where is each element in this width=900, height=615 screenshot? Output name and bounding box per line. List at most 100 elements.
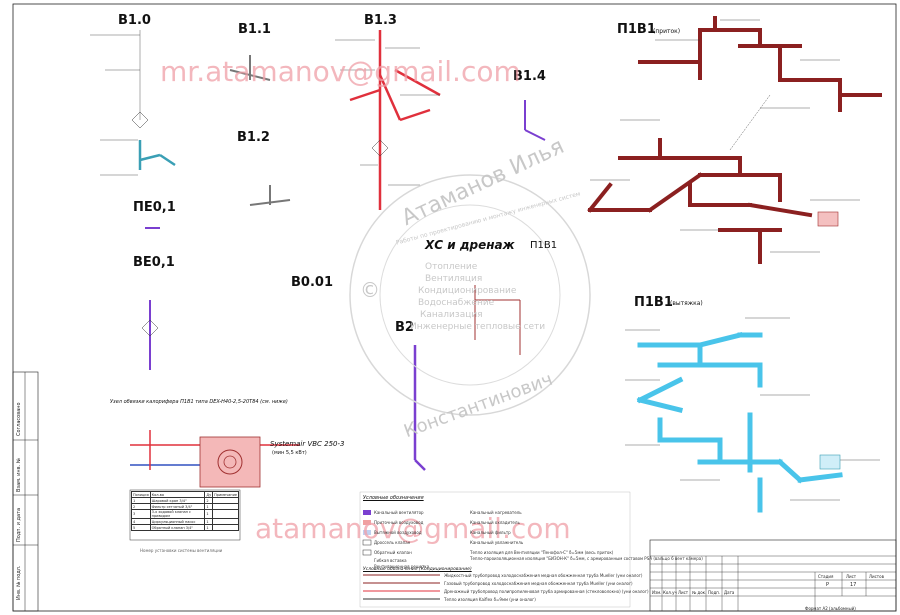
legend-item: Канальный охладитель <box>470 520 520 525</box>
table-cell: 1 <box>204 524 214 531</box>
stamp-item-3: Водоснабжение <box>418 298 495 308</box>
tb-sheets-hdr: Листов <box>869 574 884 579</box>
unit-bottom-note: Номер установки системы вентиляции <box>140 548 223 553</box>
legend-item: Канальный увлажнитель <box>470 540 524 545</box>
unit-title: Узел обвязки калорифера П1В1 типа DEX-H4… <box>110 399 288 405</box>
legend-item: Вентиляционная решетка <box>374 564 430 569</box>
watermark-email-top: mr.atamanov@gmail.com <box>160 55 521 88</box>
supply-unit-box <box>817 211 839 227</box>
sheet-frame <box>12 3 897 612</box>
system-label-v12: В1.2 <box>237 130 270 145</box>
legend-item: Приточный воздуховод <box>374 520 424 525</box>
title-block <box>649 539 897 612</box>
exhaust-unit-box <box>819 454 841 470</box>
v11-network <box>229 55 271 81</box>
legend-item: Гибкая вставка <box>374 558 407 563</box>
unit-table-frame <box>129 489 241 541</box>
system-note-exhaust: (вытяжка) <box>670 300 703 307</box>
system-label-ve01: ВЕ0,1 <box>133 255 175 270</box>
tb-col-list: Лист <box>678 590 689 595</box>
tb-col-sign: Подп. <box>708 590 721 595</box>
tb-col-kol: Кол.уч <box>663 590 677 595</box>
xs-drain-network <box>474 285 521 355</box>
stamp-item-2: Кондиционирование <box>418 286 517 296</box>
v12-network <box>249 185 291 206</box>
table-cell <box>212 509 239 519</box>
unit-system-sub: (мин 5,5 кВт) <box>272 450 307 456</box>
table-cell: 3-х ходовой клапан с приводом <box>149 509 206 519</box>
tb-stage-val: Р <box>826 582 830 588</box>
v10-network <box>138 140 176 170</box>
p1v1-exhaust-network <box>636 331 843 513</box>
system-label-v001: В0.01 <box>291 275 333 290</box>
table-cell <box>212 524 239 531</box>
system-label-v14: В1.4 <box>513 69 546 84</box>
stamp-item-4: Канализация <box>420 310 483 320</box>
system-label-v11: В1.1 <box>238 22 271 37</box>
tb-format: Формат А2 (альбомный) <box>805 606 856 611</box>
unit-system-label: Systemair VBC 250-3 <box>270 440 345 448</box>
legend-item: Канальный вентилятор <box>374 510 424 515</box>
legend-frame <box>359 491 631 608</box>
stamp-copyright: © <box>360 278 380 302</box>
stamp-item-1: Вентиляция <box>425 274 483 284</box>
unit-assembly <box>130 430 300 488</box>
section-title-xs-drain: ХС и дренаж <box>425 238 515 252</box>
system-label-v2: В2 <box>395 320 414 335</box>
side-label-sign-date: Подп. и дата <box>16 507 22 542</box>
tb-col-izm: Изм. <box>652 590 662 595</box>
p1v1-supply-dim-lines <box>590 19 860 253</box>
v13-grille-marker <box>371 139 389 157</box>
tb-sheet-val: 17 <box>850 582 857 588</box>
system-label-p1v1-supply: П1В1 <box>617 22 656 37</box>
ve01-grille-marker <box>141 319 159 337</box>
system-label-v13: В1.3 <box>364 13 397 28</box>
section-sys-xs-drain: П1В1 <box>530 240 558 251</box>
legend-note: Тепло-пароизоляционная изоляция "БИЗОН-К… <box>470 556 703 561</box>
table-cell: 5 <box>131 524 151 531</box>
table-cell: Обратный клапан 3/4" <box>149 524 206 531</box>
table-row: 5 Обратный клапан 3/4" 1 <box>131 524 239 531</box>
v13-annotations <box>335 39 440 186</box>
system-label-v10: В1.0 <box>118 13 151 28</box>
v14-network <box>524 100 546 141</box>
stamp-item-0: Отопление <box>425 262 478 272</box>
watermark-email-bottom: atamanov@gmail.com <box>255 512 571 545</box>
unit-table: Позиция Кол-во Ду Примечание 1 Шаровой к… <box>131 491 239 531</box>
legend-pipe-title: Условные обозначения (Кондиционирование) <box>363 567 472 572</box>
side-label-inv-no: Инв. № подл. <box>16 565 22 601</box>
stamp-item-5: Инженерные тепловые сети <box>410 322 546 332</box>
legend-swatches <box>362 510 440 600</box>
side-label-replace-inv: Взам. инв. № <box>16 458 22 492</box>
tb-col-date: Дата <box>724 590 735 595</box>
legend-item: Дроссель клапан <box>374 540 411 545</box>
legend-pipe: Тепло изоляция Kaiflex δ=9мм (уни оналог… <box>444 597 536 602</box>
tb-sheet-hdr: Лист <box>846 574 857 579</box>
system-label-pe01: ПЕ0,1 <box>133 200 176 215</box>
legend-note: Тепло изоляция для Вентиляции "Пенофол-С… <box>470 550 614 555</box>
table-cell: 1 <box>204 509 214 519</box>
p1v1-exhaust-dim-lines <box>625 317 880 501</box>
side-strip <box>12 371 39 612</box>
tb-stage-hdr: Стадия <box>818 574 834 579</box>
legend-item: Канальный фильтр <box>470 530 511 535</box>
legend-pipe: Дренажный трубопровод полипропиленовая т… <box>444 589 649 594</box>
legend-item: Вытяжной воздуховод <box>374 530 422 535</box>
side-label-agreed: Согласовано <box>16 402 22 436</box>
system-note-supply: (приток) <box>653 28 681 35</box>
v13-network <box>349 30 441 210</box>
legend-item: Обратный клапан <box>374 550 412 555</box>
system-label-p1v1-exhaust: П1В1 <box>634 295 673 310</box>
watermark-stamp <box>349 174 591 416</box>
legend-title: Условные обозначения <box>363 495 424 501</box>
v10-annotations <box>90 30 141 176</box>
legend-item: Канальный нагреватель <box>470 510 522 515</box>
legend-pipe: Газовый трубопровод холодоснабжения медн… <box>444 581 633 586</box>
v2-network <box>413 345 426 471</box>
v10-grille-marker <box>131 111 149 129</box>
tb-col-doc: № док. <box>692 590 707 595</box>
table-cell: 3 <box>131 509 151 519</box>
table-row: 3 3-х ходовой клапан с приводом 1 <box>131 509 239 519</box>
legend-pipe: Жидкостный трубопровод холодоснабжения м… <box>444 573 643 578</box>
